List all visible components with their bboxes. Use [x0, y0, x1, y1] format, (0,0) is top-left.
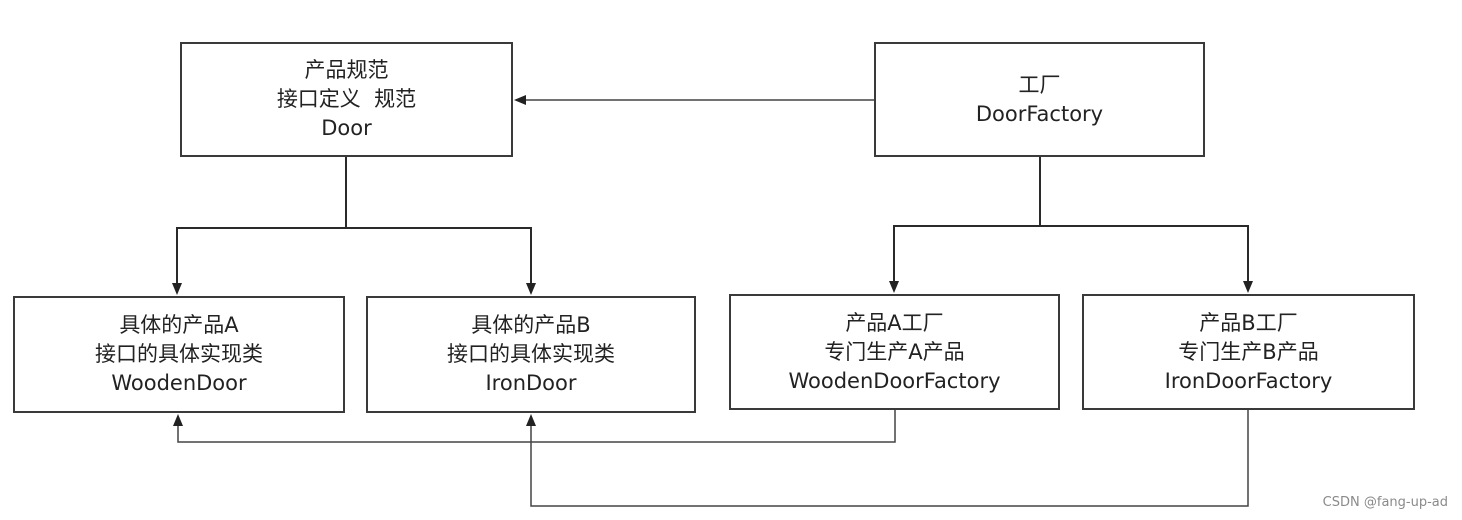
edge-factory-to-door	[514, 95, 874, 105]
edge-door-to-iron-door	[346, 227, 536, 295]
node-wooden-door-line-1: 具体的产品A	[119, 313, 239, 337]
node-iron-door-factory-line-3: IronDoorFactory	[1164, 368, 1333, 393]
node-door-line-1: 产品规范	[304, 58, 389, 82]
node-iron-door-factory-line-2: 专门生产B产品	[1178, 339, 1319, 364]
node-wooden-door-line-2: 接口的具体实现类	[95, 342, 263, 366]
node-iron-door-line-3: IronDoor	[485, 371, 577, 395]
node-wooden-door-factory-line-1: 产品A工厂	[845, 310, 944, 335]
node-wooden-door-factory-line-3: WoodenDoorFactory	[788, 368, 1001, 393]
node-wooden-door-factory: 产品A工厂 专门生产A产品 WoodenDoorFactory	[729, 294, 1060, 410]
node-iron-door-line-2: 接口的具体实现类	[447, 342, 615, 366]
edge-factory-to-wooden-factory	[889, 157, 1041, 293]
node-door-line-2: 接口定义 规范	[276, 87, 417, 111]
node-wooden-door: 具体的产品A 接口的具体实现类 WoodenDoor	[13, 296, 345, 413]
node-door: 产品规范 接口定义 规范 Door	[180, 42, 513, 157]
node-iron-door-factory-line-1: 产品B工厂	[1199, 310, 1298, 335]
node-door-factory: 工厂 DoorFactory	[874, 42, 1205, 157]
watermark: CSDN @fang-up-ad	[1322, 495, 1448, 510]
edge-door-to-wooden-door	[172, 157, 347, 295]
node-door-factory-line-1: 工厂	[1018, 72, 1061, 97]
node-door-factory-line-2: DoorFactory	[975, 101, 1104, 126]
node-wooden-door-line-3: WoodenDoor	[111, 371, 247, 395]
node-iron-door: 具体的产品B 接口的具体实现类 IronDoor	[366, 296, 696, 413]
edge-wooden-factory-to-wooden-door	[173, 410, 896, 443]
edge-iron-factory-to-iron-door	[526, 410, 1249, 507]
edge-factory-to-iron-factory	[1040, 225, 1253, 293]
node-iron-door-line-1: 具体的产品B	[471, 313, 591, 337]
node-door-line-3: Door	[321, 116, 372, 140]
node-wooden-door-factory-line-2: 专门生产A产品	[824, 339, 965, 364]
node-iron-door-factory: 产品B工厂 专门生产B产品 IronDoorFactory	[1082, 294, 1415, 410]
